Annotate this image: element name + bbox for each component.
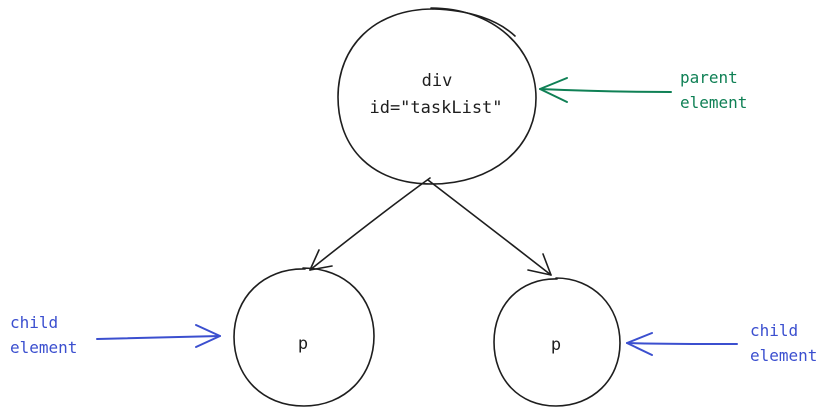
right-child-annotation: child element	[750, 321, 817, 365]
left-child-annotation-line1: child	[10, 313, 58, 332]
right-child-node: p	[493, 277, 621, 407]
edge-parent-to-right-child	[427, 179, 552, 276]
parent-annotation-line2: element	[680, 93, 747, 112]
right-child-label: p	[551, 335, 561, 355]
left-child-annotation-arrow	[96, 324, 221, 348]
right-child-annotation-arrow	[626, 332, 738, 356]
left-child-annotation: child element	[10, 313, 77, 357]
parent-node-circle-overlap	[432, 8, 516, 37]
parent-annotation-line1: parent	[680, 68, 738, 87]
right-child-circle	[493, 277, 621, 407]
left-child-label: p	[298, 334, 308, 354]
parent-node-circle	[337, 7, 537, 185]
parent-node-tag: div	[422, 71, 453, 91]
parent-node: div id="taskList"	[337, 7, 537, 185]
parent-annotation-arrow	[539, 77, 672, 103]
right-child-annotation-line1: child	[750, 321, 798, 340]
left-child-node: p	[233, 267, 375, 407]
left-child-annotation-line2: element	[10, 338, 77, 357]
parent-node-id: id="taskList"	[369, 98, 502, 118]
right-child-annotation-line2: element	[750, 346, 817, 365]
edge-parent-to-left-child	[309, 177, 431, 271]
parent-annotation: parent element	[680, 68, 747, 112]
left-child-circle	[233, 267, 375, 407]
